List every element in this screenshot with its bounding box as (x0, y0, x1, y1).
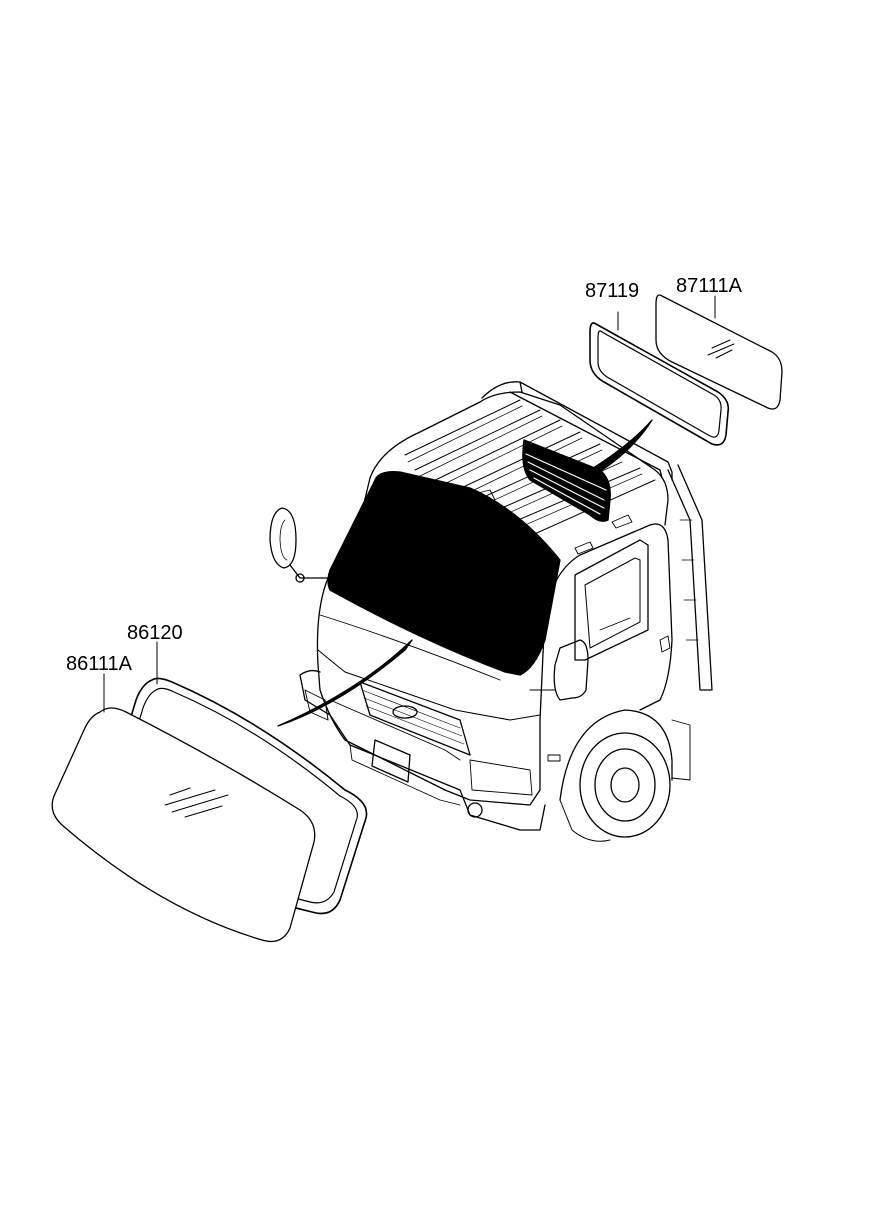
windshield-leader-wedge (277, 639, 413, 727)
part-number-86120-label: 86120 (127, 622, 183, 644)
rear-window-glass-87111A (655, 294, 783, 410)
rear-window-leader-wedge (585, 419, 653, 481)
part-number-87111A-label: 87111A (676, 275, 742, 297)
windshield-glass-86111A (51, 673, 316, 943)
part-number-87119-label: 87119 (585, 280, 640, 302)
truck-cab (269, 381, 713, 842)
rear-window-seal-87119 (589, 311, 730, 446)
part-number-86111A-label: 86111A (66, 653, 132, 675)
